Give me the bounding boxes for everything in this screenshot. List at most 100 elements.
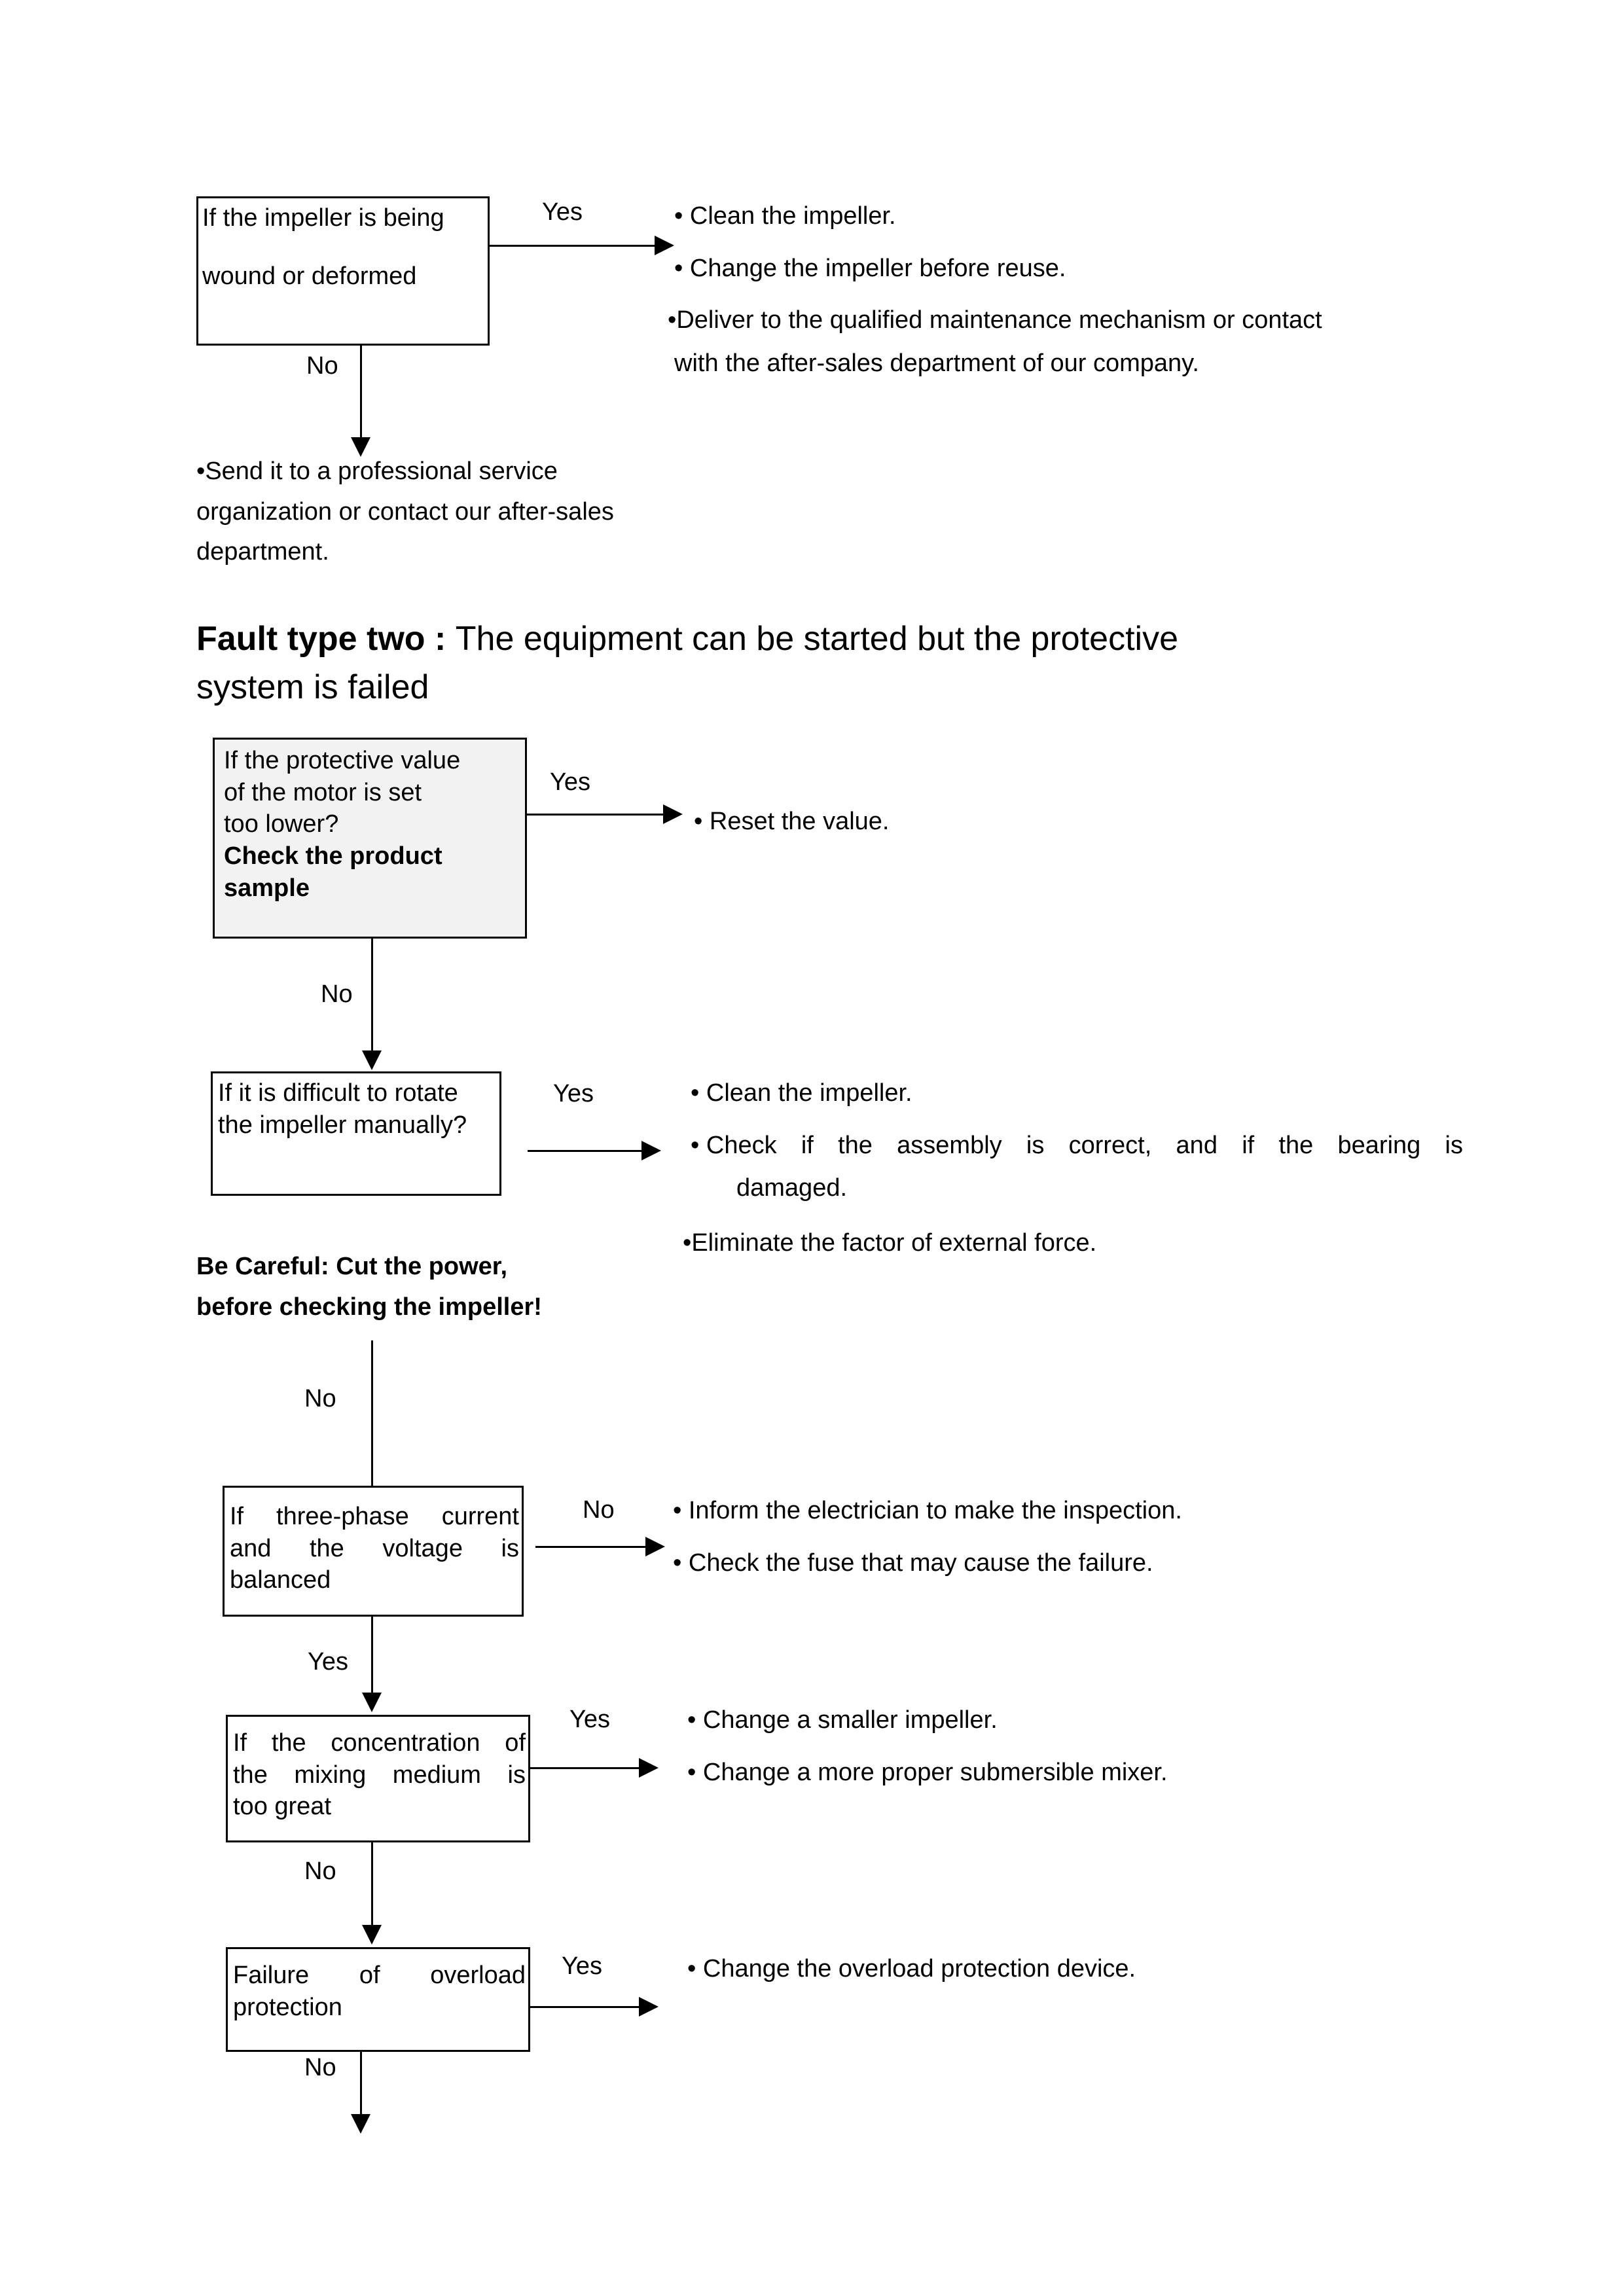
connector-yes-4 <box>371 1617 373 1695</box>
bullet-dot-icon: • <box>687 1955 703 1982</box>
decision-box-mixing-concentration: If the concentration of the mixing mediu… <box>226 1715 530 1842</box>
list-item: • Clean the impeller. <box>674 196 1447 237</box>
bullet-dot-icon: • <box>674 202 690 230</box>
branch-label-yes-6: Yes <box>562 1952 602 1980</box>
arrowhead-yes-6 <box>639 1997 659 2017</box>
decision-box-protective-value-line2: of the motor is set <box>224 778 422 806</box>
list-item: •Eliminate the factor of external force. <box>683 1223 1463 1264</box>
decision-box-protective-value: If the protective value of the motor is … <box>213 738 527 939</box>
branch-label-yes-3: Yes <box>553 1080 594 1107</box>
outcome-list-no-4: • Inform the electrician to make the ins… <box>673 1491 1458 1583</box>
list-item: • Check the fuse that may cause the fail… <box>673 1543 1458 1584</box>
branch-label-no-4: No <box>583 1496 615 1524</box>
outcome-no-1-line3: department. <box>196 538 329 566</box>
branch-label-yes-4: Yes <box>308 1648 348 1676</box>
decision-box-protective-value-line1: If the protective value <box>224 747 461 774</box>
list-item: •Deliver to the qualified maintenance me… <box>668 300 1447 341</box>
branch-label-no-3: No <box>304 1385 336 1412</box>
decision-box-protective-value-line3: too lower? <box>224 810 339 838</box>
arrowhead-yes-3 <box>641 1141 661 1160</box>
connector-no-5 <box>371 1842 373 1928</box>
bullet-dot-icon: • <box>674 254 690 282</box>
page-heading-fault-type-two: Fault type two : The equipment can be st… <box>196 615 1479 712</box>
decision-box-rotate-impeller: If it is difficult to rotate the impelle… <box>211 1071 501 1196</box>
outcome-list-yes-5: • Change a smaller impeller. • Change a … <box>687 1700 1460 1793</box>
arrowhead-no-5 <box>362 1925 382 1945</box>
decision-box-three-phase-line3: balanced <box>230 1566 331 1594</box>
decision-box-protective-value-bold1: Check the product <box>224 842 442 870</box>
branch-label-no-2: No <box>321 980 353 1008</box>
bullet-dot-icon: • <box>691 1131 706 1159</box>
warning-cut-power-line2: before checking the impeller! <box>196 1293 542 1321</box>
bullet-dot-icon: • <box>673 1549 689 1577</box>
arrowhead-yes-2 <box>663 804 683 824</box>
connector-no-6 <box>360 2052 362 2117</box>
decision-box-rotate-impeller-line2: the impeller manually? <box>218 1111 467 1139</box>
arrowhead-yes-4 <box>362 1693 382 1712</box>
bullet-dot-icon: • <box>691 1079 706 1107</box>
list-item-continuation: damaged. <box>736 1174 848 1202</box>
list-item: • Reset the value. <box>694 802 1283 842</box>
branch-label-yes-1: Yes <box>542 198 583 226</box>
list-item: • Change a more proper submersible mixer… <box>687 1753 1460 1793</box>
branch-label-no-6: No <box>304 2054 336 2081</box>
arrowhead-no-4 <box>645 1537 665 1556</box>
decision-box-mixing-line1: If the concentration of <box>233 1729 526 1757</box>
bullet-dot-icon: • <box>196 457 206 485</box>
outcome-list-yes-3: • Clean the impeller. • Check if the ass… <box>683 1073 1463 1263</box>
heading-rest-line1: The equipment can be started but the pro… <box>455 620 1179 658</box>
bullet-dot-icon: • <box>673 1497 689 1524</box>
list-item: • Clean the impeller. <box>691 1073 1463 1114</box>
arrowhead-no-6 <box>351 2114 370 2134</box>
decision-box-three-phase-line2: and the voltage is <box>230 1534 519 1562</box>
branch-label-yes-5: Yes <box>569 1706 610 1733</box>
connector-yes-3 <box>528 1150 644 1152</box>
arrowhead-no-1 <box>351 437 370 457</box>
decision-box-impeller-wound: If the impeller is being wound or deform… <box>196 196 490 346</box>
bullet-dot-icon: • <box>687 1706 703 1734</box>
connector-no-1 <box>360 346 362 440</box>
list-item-continuation: with the after-sales department of our c… <box>674 349 1199 377</box>
decision-box-three-phase-current: If three-phase current and the voltage i… <box>223 1486 524 1617</box>
outcome-list-yes-1: • Clean the impeller. • Change the impel… <box>668 196 1447 384</box>
list-item: • Change a smaller impeller. <box>687 1700 1460 1741</box>
list-item: • Inform the electrician to make the ins… <box>673 1491 1458 1532</box>
branch-label-no-1: No <box>306 352 338 380</box>
outcome-no-1-line1: •Send it to a professional service <box>196 457 558 485</box>
connector-yes-2 <box>527 814 666 816</box>
connector-no-4 <box>535 1546 648 1548</box>
decision-box-impeller-wound-line1: If the impeller is being <box>202 204 444 232</box>
outcome-list-yes-2: • Reset the value. <box>694 802 1283 842</box>
arrowhead-yes-1 <box>655 236 674 255</box>
decision-box-protective-value-bold2: sample <box>224 874 310 902</box>
decision-box-impeller-wound-line2: wound or deformed <box>202 262 417 290</box>
bullet-dot-icon: • <box>668 306 677 334</box>
bullet-dot-icon: • <box>694 808 710 835</box>
warning-cut-power-line1: Be Careful: Cut the power, <box>196 1253 508 1280</box>
decision-box-three-phase-line1: If three-phase current <box>230 1503 519 1530</box>
heading-rest-line2: system is failed <box>196 668 429 706</box>
list-item: • Check if the assembly is correct, and … <box>691 1126 1463 1166</box>
list-item: • Change the overload protection device. <box>687 1949 1460 1990</box>
list-item: • Change the impeller before reuse. <box>674 249 1447 289</box>
outcome-no-1-line2: organization or contact our after-sales <box>196 497 614 526</box>
arrowhead-yes-5 <box>639 1758 659 1778</box>
decision-box-mixing-line2: the mixing medium is <box>233 1761 526 1789</box>
connector-yes-1 <box>490 245 657 247</box>
connector-no-2 <box>371 939 373 1053</box>
bullet-dot-icon: • <box>687 1758 703 1786</box>
outcome-no-1: •Send it to a professional service organ… <box>196 452 733 573</box>
bullet-dot-icon: • <box>683 1229 692 1257</box>
outcome-list-yes-6: • Change the overload protection device. <box>687 1949 1460 1990</box>
branch-label-yes-2: Yes <box>550 768 590 796</box>
decision-box-mixing-line3: too great <box>233 1793 331 1821</box>
branch-label-no-5: No <box>304 1857 336 1885</box>
connector-no-3 <box>371 1340 373 1491</box>
warning-cut-power: Be Careful: Cut the power, before checki… <box>196 1247 740 1327</box>
decision-box-overload-line2: protection <box>233 1993 342 2021</box>
decision-box-overload-line1: Failure of overload <box>233 1962 526 1989</box>
decision-box-overload-protection: Failure of overload protection <box>226 1947 530 2052</box>
heading-strong-part: Fault type two : <box>196 620 456 658</box>
arrowhead-no-2 <box>362 1050 382 1070</box>
